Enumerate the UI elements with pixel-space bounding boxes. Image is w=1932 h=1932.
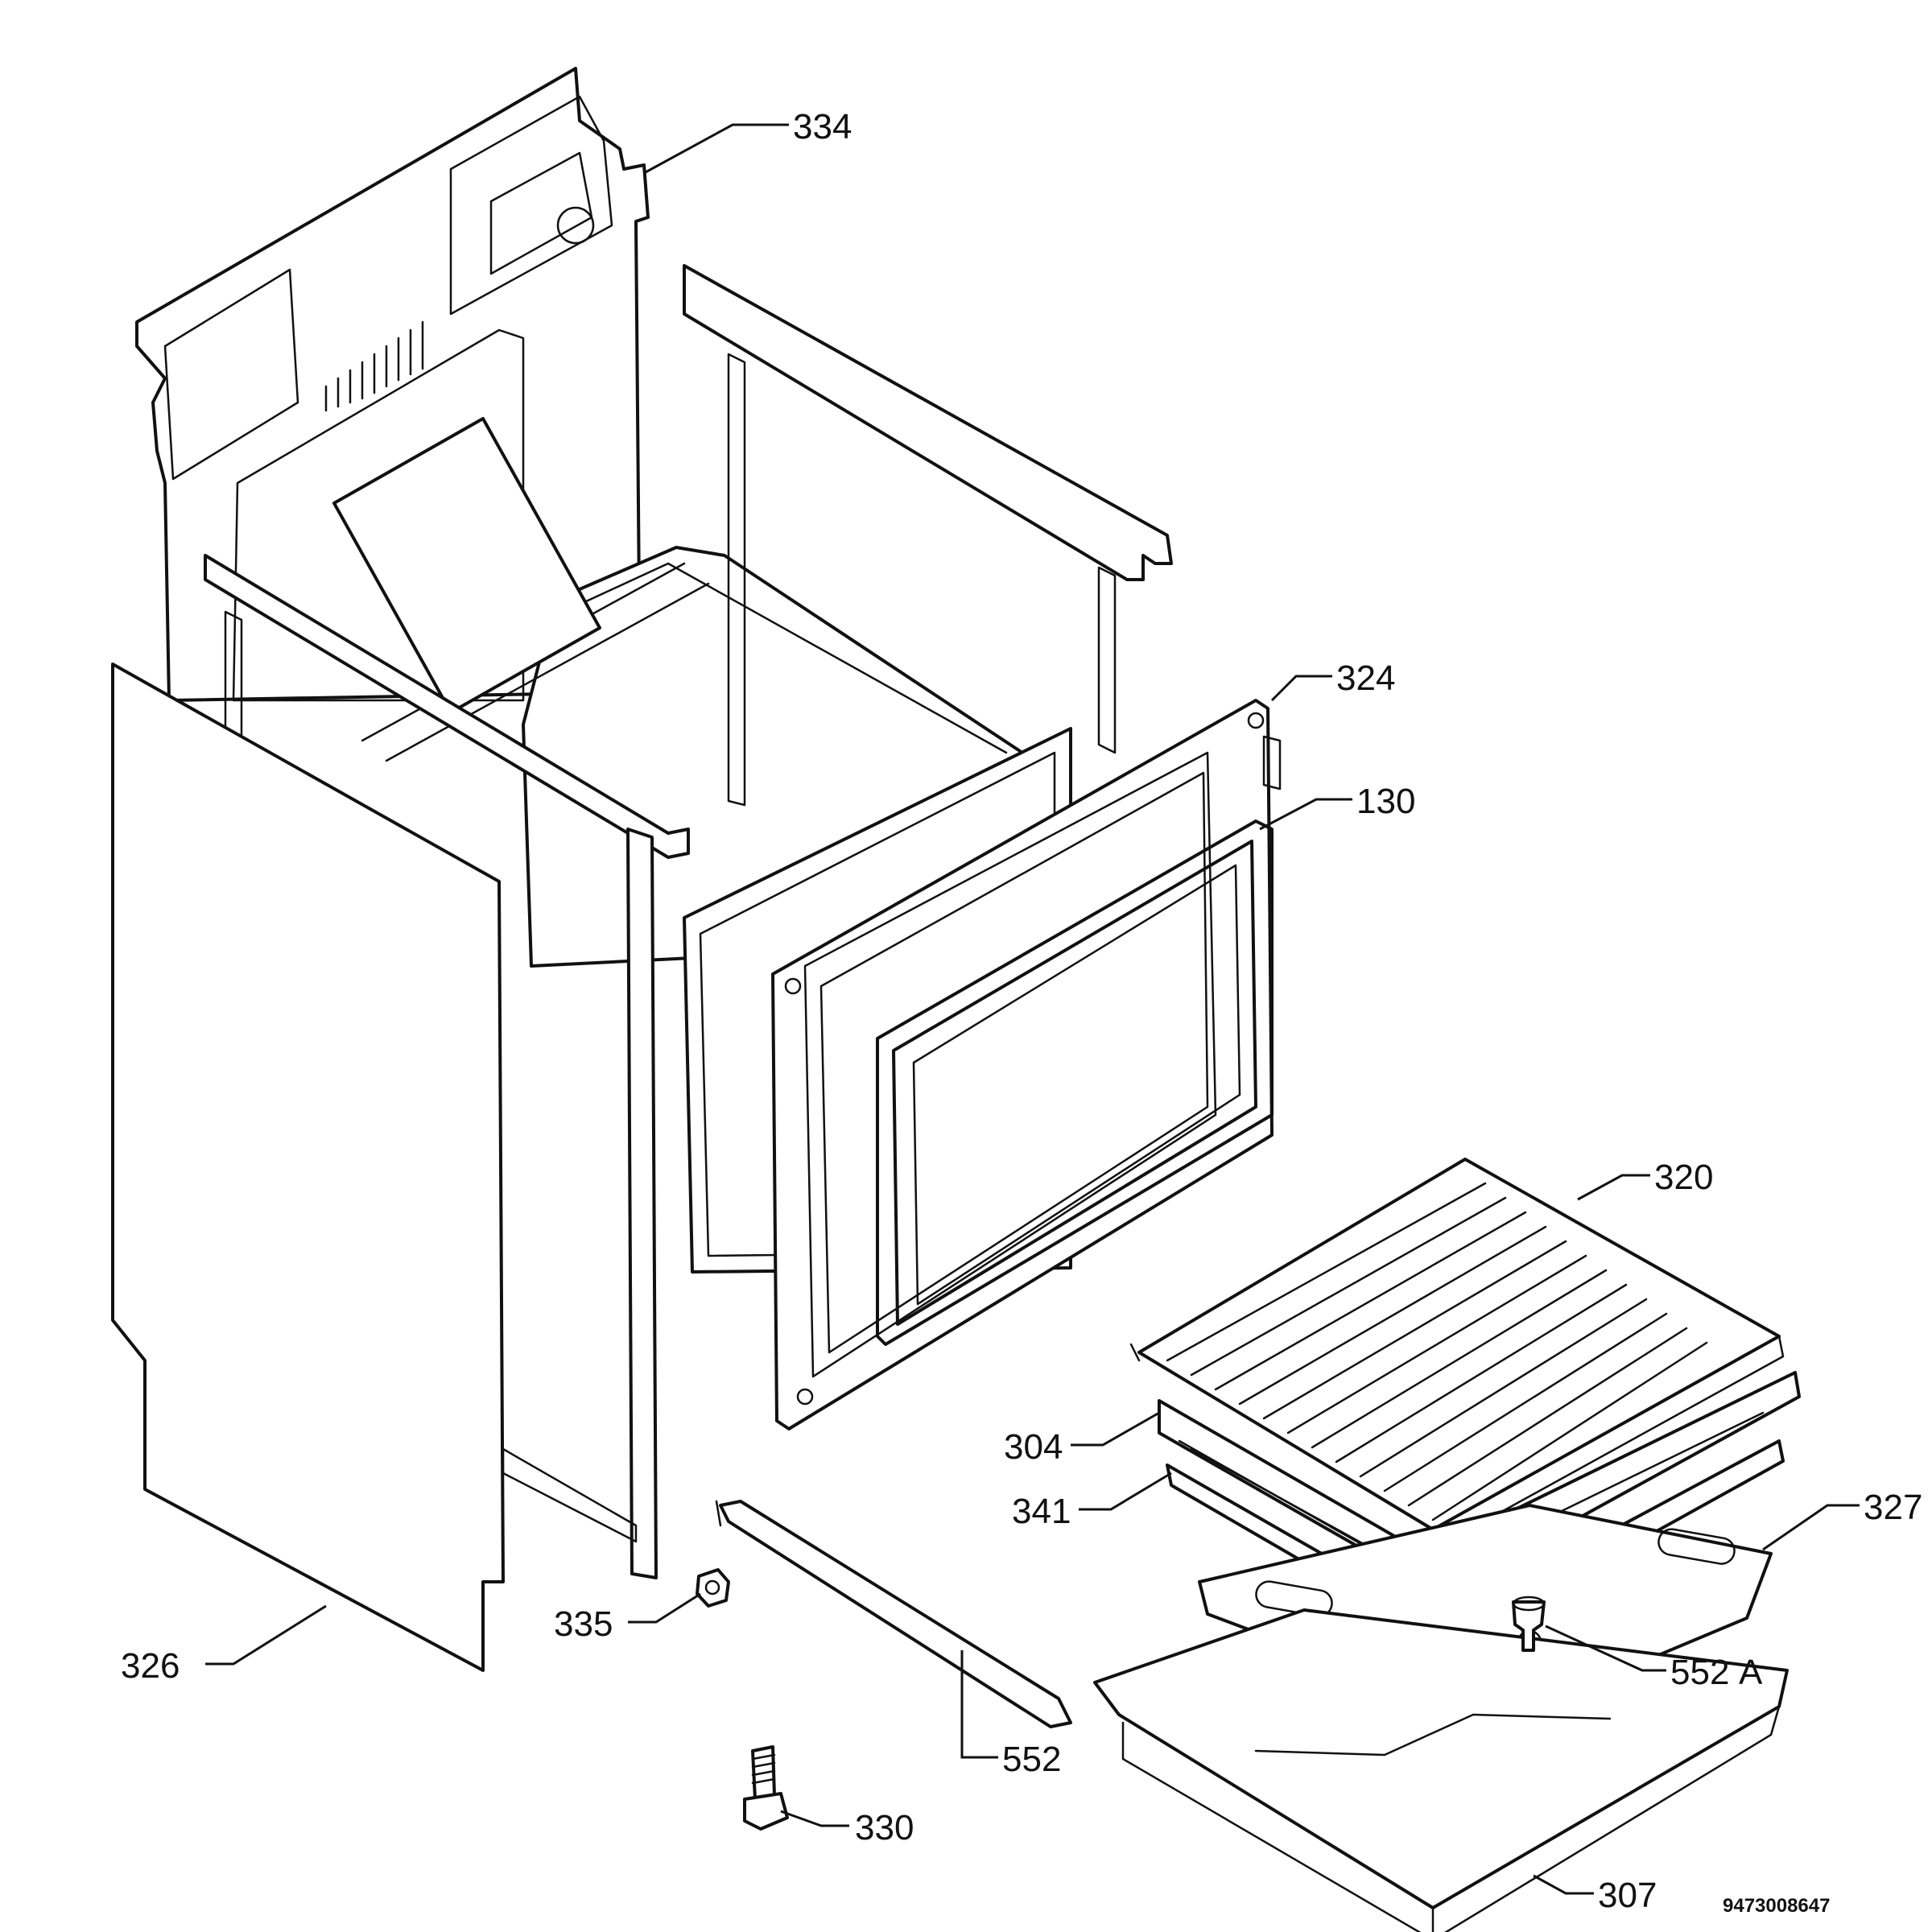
callout-307: 307 <box>1598 1876 1657 1915</box>
side-runner-552 <box>715 1500 1072 1728</box>
callout-326: 326 <box>121 1646 180 1686</box>
wire-shelf-320 <box>1129 1158 1785 1551</box>
document-number: 9473008647 <box>1723 1895 1830 1917</box>
callout-552a-suffix: A <box>1739 1653 1763 1692</box>
top-rails <box>204 264 1173 859</box>
callout-335: 335 <box>554 1604 613 1644</box>
callout-304: 304 <box>1004 1427 1063 1467</box>
callout-327: 327 <box>1864 1488 1922 1527</box>
door-seal-130 <box>876 819 1274 1346</box>
callout-labels: 334 324 130 320 304 341 327 335 552 A 32… <box>121 107 1922 1917</box>
callout-552: 552 <box>1002 1740 1061 1779</box>
callout-324: 324 <box>1336 658 1395 698</box>
leader-lines <box>205 123 1860 1895</box>
drip-tray-307 <box>1093 1608 1789 1932</box>
plug-552a <box>1512 1596 1546 1652</box>
callout-330: 330 <box>855 1808 914 1847</box>
screw-330 <box>743 1745 789 1831</box>
callout-334: 334 <box>793 107 852 147</box>
callout-552a: 552 <box>1670 1653 1729 1692</box>
nut-335 <box>696 1568 730 1608</box>
side-panel-326 <box>111 663 658 1672</box>
callout-320: 320 <box>1654 1158 1713 1197</box>
callout-130: 130 <box>1356 782 1415 821</box>
callout-341: 341 <box>1012 1492 1071 1531</box>
